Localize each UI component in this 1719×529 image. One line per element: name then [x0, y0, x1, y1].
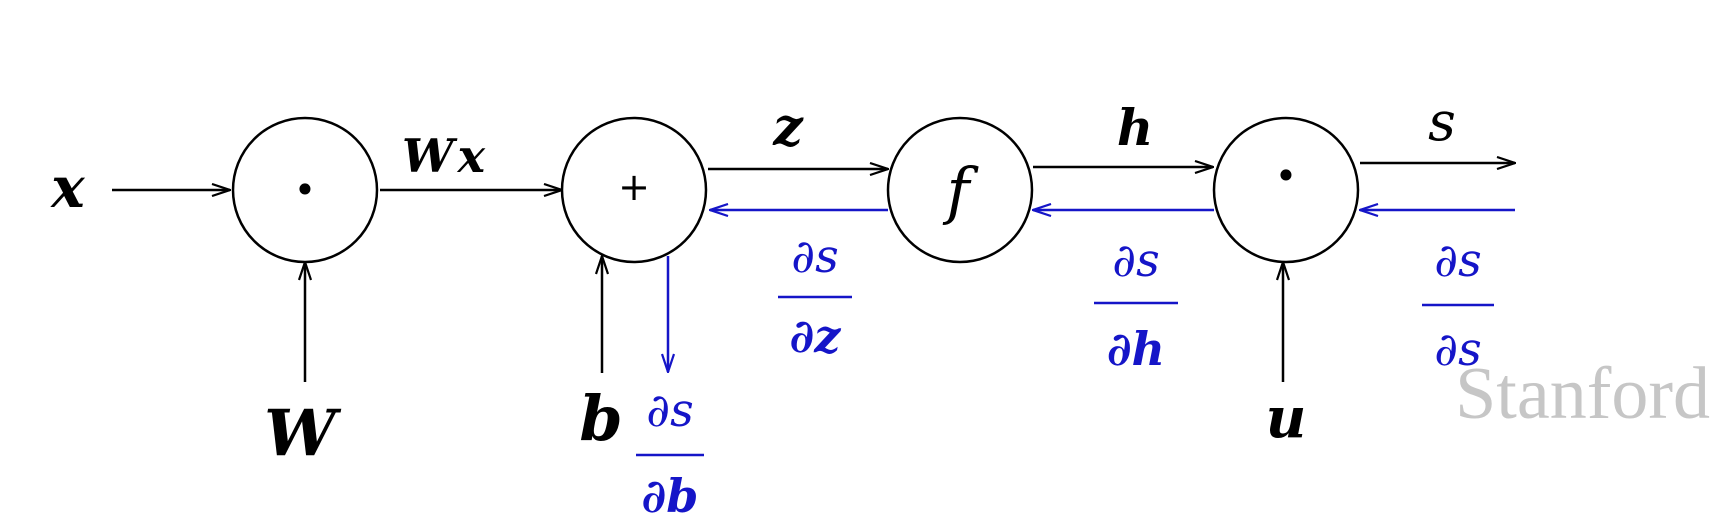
grad-ds-dh: ∂s ∂h: [1094, 233, 1178, 376]
grad-ds-dz-numerator: ∂s: [791, 229, 838, 283]
multiply-node-2-symbol: •: [1275, 154, 1297, 198]
input-b-label: b: [579, 382, 622, 455]
add-node: +: [560, 116, 708, 264]
edge-Wx-W: W: [402, 129, 458, 183]
multiply-node-1-symbol: •: [294, 168, 316, 212]
grad-ds-ds-numerator: ∂s: [1434, 233, 1481, 287]
grad-ds-db-numerator: ∂s: [646, 383, 693, 437]
grad-ds-dz-denominator: ∂z: [790, 309, 842, 363]
edge-Wx-label: Wx: [402, 129, 486, 183]
edge-Wx-x: x: [457, 129, 486, 183]
stanford-watermark: Stanford: [1455, 353, 1710, 435]
edge-s-label: s: [1428, 90, 1456, 153]
multiply-node-1: •: [231, 116, 379, 264]
edge-h-label: h: [1117, 98, 1153, 157]
grad-ds-db: ∂s ∂b: [636, 383, 704, 523]
grad-ds-db-denominator: ∂b: [642, 469, 699, 523]
grad-ds-dh-numerator: ∂s: [1112, 233, 1159, 287]
edge-z-label: z: [772, 97, 804, 158]
input-W-label: W: [264, 396, 342, 471]
grad-ds-dz: ∂s ∂z: [778, 229, 852, 363]
grad-ds-ds: ∂s ∂s: [1422, 233, 1494, 376]
grad-ds-ds-denominator: ∂s: [1434, 322, 1481, 376]
input-x-label: x: [50, 155, 85, 221]
input-u-label: u: [1266, 385, 1307, 451]
add-node-symbol: +: [618, 165, 650, 209]
multiply-node-2: •: [1212, 116, 1360, 264]
f-node: f: [886, 116, 1034, 264]
grad-ds-dh-denominator: ∂h: [1107, 322, 1165, 376]
